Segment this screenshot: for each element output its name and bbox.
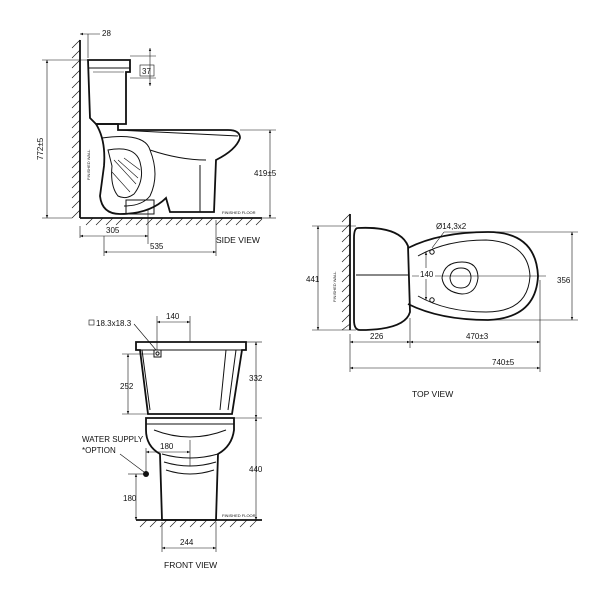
top-wall xyxy=(341,213,351,331)
top-view-title: TOP VIEW xyxy=(412,389,453,399)
dim-top-740: 740±5 xyxy=(349,334,541,372)
dim-front-332: 332 xyxy=(234,341,263,419)
dim-front-244-text: 244 xyxy=(180,538,194,547)
dim-side-535-text: 535 xyxy=(150,242,164,251)
dim-front-252-text: 252 xyxy=(120,382,134,391)
side-wall-label: FINISHED WALL xyxy=(86,149,91,180)
top-wall-label: FINISHED WALL xyxy=(332,271,337,302)
side-floor-label: FINISHED FLOOR xyxy=(222,210,256,215)
side-bowl xyxy=(94,123,241,215)
dim-top-441: 441 xyxy=(306,225,356,331)
dim-side-305: 305 xyxy=(79,210,149,244)
dim-side-772: 772±5 xyxy=(36,59,88,219)
side-wall xyxy=(71,39,81,219)
dim-front-180h-text: 180 xyxy=(160,442,174,451)
dim-front-244: 244 xyxy=(161,522,217,552)
dim-holes-text: Ø14,3x2 xyxy=(436,222,467,231)
dim-top-356-text: 356 xyxy=(557,276,571,285)
side-floor xyxy=(80,217,263,226)
dim-top-356: 356 xyxy=(488,231,578,321)
bolt-holes: Ø14,3x2 xyxy=(429,222,478,303)
top-bowl xyxy=(407,231,546,321)
dim-top-740-text: 740±5 xyxy=(492,358,515,367)
dim-front-140-text: 140 xyxy=(166,312,180,321)
dim-top-140-text: 140 xyxy=(420,270,434,279)
dim-top-226-text: 226 xyxy=(370,332,384,341)
dim-front-180v-text: 180 xyxy=(123,494,137,503)
side-view-title: SIDE VIEW xyxy=(216,235,260,245)
dim-front-140: 140 xyxy=(156,312,191,350)
dim-front-252: 252 xyxy=(120,353,154,415)
water-supply-label: WATER SUPPLY xyxy=(82,435,144,444)
dim-side-28-text: 28 xyxy=(102,29,111,38)
dim-side-28: 28 xyxy=(80,29,111,58)
dim-front-180-h: 180 xyxy=(145,440,191,472)
dim-side-535: 535 xyxy=(103,220,217,256)
dim-side-37: 37 xyxy=(130,48,156,86)
side-tank xyxy=(87,59,131,125)
front-tank xyxy=(135,341,247,415)
dim-top-470-text: 470±3 xyxy=(466,332,489,341)
dim-side-419: 419±5 xyxy=(240,129,277,219)
top-view: FINISHED WALL Ø14,3x2 140 xyxy=(306,213,578,399)
dim-side-419-text: 419±5 xyxy=(254,169,277,178)
dim-top-140: 140 xyxy=(419,252,435,300)
front-view-title: FRONT VIEW xyxy=(164,560,217,570)
dim-front-180-v: 180 xyxy=(123,473,144,520)
water-supply-marker xyxy=(119,453,149,477)
top-tank xyxy=(353,226,411,331)
front-floor-label: FINISHED FLOOR xyxy=(222,513,256,518)
dim-side-305-text: 305 xyxy=(106,226,120,235)
dim-side-772-text: 772±5 xyxy=(36,137,45,160)
dim-side-37-text: 37 xyxy=(142,67,151,76)
dim-lever-hole-text: 18.3x18.3 xyxy=(96,319,132,328)
dim-front-440: 440 xyxy=(249,418,263,520)
front-floor xyxy=(136,519,262,528)
dim-top-226-470: 226 470±3 xyxy=(350,280,541,348)
front-bowl xyxy=(145,417,235,521)
dim-lever-hole: 18.3x18.3 xyxy=(88,319,157,351)
front-view: WATER SUPPLY *OPTION FINISHED FLOOR 18.3… xyxy=(82,312,263,570)
water-supply-option: *OPTION xyxy=(82,446,116,455)
dim-front-440-text: 440 xyxy=(249,465,263,474)
dim-front-332-text: 332 xyxy=(249,374,263,383)
side-view: FINISHED WALL FINISHED FLOOR xyxy=(36,29,277,256)
dim-top-441-text: 441 xyxy=(306,275,320,284)
